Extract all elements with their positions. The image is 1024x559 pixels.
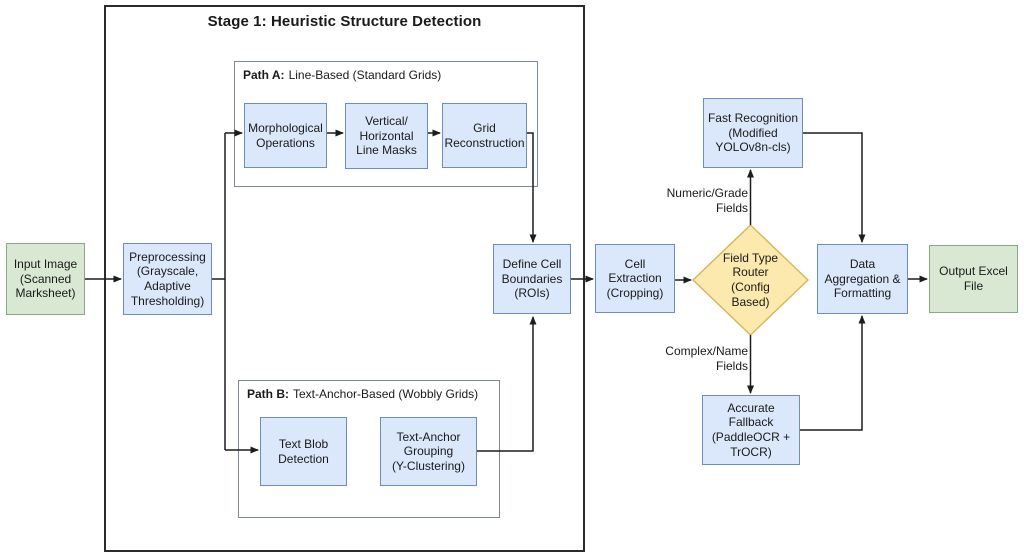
edge-label-complex-name-fields: Complex/Name Fields bbox=[665, 344, 748, 373]
node-output-excel-file: Output Excel File bbox=[929, 245, 1018, 313]
connector-text-anchor-to-define-cell bbox=[477, 316, 537, 452]
node-text-anchor-grouping: Text-Anchor Grouping (Y-Clustering) bbox=[380, 417, 477, 486]
connector-accurate-fallback-to-aggregation bbox=[800, 315, 866, 431]
node-accurate-fallback: Accurate Fallback (PaddleOCR + TrOCR) bbox=[702, 395, 800, 465]
path-b-label: Path B: Text-Anchor-Based (Wobbly Grids) bbox=[247, 387, 478, 401]
node-preprocessing: Preprocessing (Grayscale, Adaptive Thres… bbox=[123, 243, 212, 315]
node-text-blob-detection: Text Blob Detection bbox=[260, 417, 347, 486]
node-input-image: Input Image (Scanned Marksheet) bbox=[6, 243, 85, 315]
node-cell-extraction: Cell Extraction (Cropping) bbox=[595, 244, 675, 313]
node-line-masks: Vertical/ Horizontal Line Masks bbox=[345, 103, 428, 169]
connector-fast-recognition-to-aggregation bbox=[803, 132, 866, 243]
node-grid-reconstruction: Grid Reconstruction bbox=[442, 103, 527, 168]
node-morphological-operations: Morphological Operations bbox=[244, 103, 327, 168]
node-field-type-router-label: Field Type Router (Config Based) bbox=[722, 250, 779, 309]
connector-grid-to-define-cell bbox=[527, 132, 537, 243]
path-a-text: Line-Based (Standard Grids) bbox=[288, 68, 442, 82]
edge-label-numeric-grade-fields: Numeric/Grade Fields bbox=[666, 186, 748, 215]
path-b-text: Text-Anchor-Based (Wobbly Grids) bbox=[293, 387, 479, 401]
path-a-container bbox=[234, 61, 538, 187]
connector-preprocessing-trunk bbox=[212, 133, 226, 450]
stage1-title: Stage 1: Heuristic Structure Detection bbox=[207, 13, 482, 30]
node-data-aggregation: Data Aggregation & Formatting bbox=[817, 244, 908, 314]
path-a-prefix: Path A: bbox=[243, 68, 285, 82]
path-a-label: Path A:Line-Based (Standard Grids) bbox=[243, 68, 441, 82]
node-define-cell-boundaries: Define Cell Boundaries (ROIs) bbox=[493, 244, 571, 314]
node-fast-recognition: Fast Recognition (Modified YOLOv8n-cls) bbox=[703, 98, 803, 168]
path-b-prefix: Path B: bbox=[247, 387, 289, 401]
path-b-container bbox=[238, 380, 500, 518]
